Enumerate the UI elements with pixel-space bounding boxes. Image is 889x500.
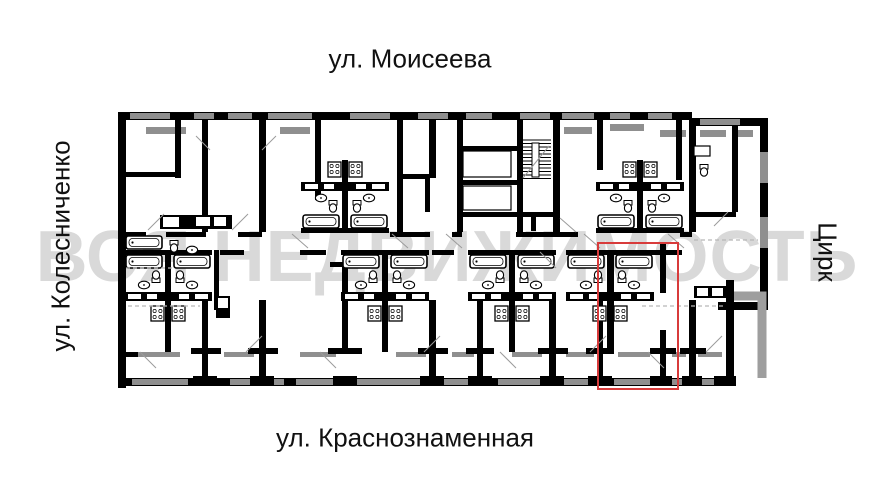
wet-pair-icon xyxy=(341,253,429,323)
highlight-rectangle xyxy=(597,242,679,390)
wet-pair-icon xyxy=(596,160,684,230)
wet-pair-icon xyxy=(566,253,654,323)
street-label-top: ул. Моисеева xyxy=(328,43,492,74)
street-label-right: Цирк xyxy=(812,222,843,282)
toilet-icon xyxy=(699,163,709,177)
sink-icon xyxy=(693,145,711,157)
staircase xyxy=(521,139,551,179)
toilet-icon xyxy=(169,239,179,253)
elevator-shafts xyxy=(457,146,557,231)
bathtub-icon xyxy=(125,235,163,250)
watermark-text: ВСЯ НЕДВИЖИМОСТЬ xyxy=(35,217,859,297)
interior-walls xyxy=(118,120,738,386)
balcony-outline xyxy=(734,291,767,378)
street-label-left: ул. Колесниченко xyxy=(45,140,76,352)
facade-windows xyxy=(130,113,768,385)
sink-icon xyxy=(185,245,199,255)
wet-pair-icon xyxy=(124,253,212,323)
door-swings xyxy=(139,135,729,369)
wet-pair-icon xyxy=(301,160,389,230)
dashed-lines xyxy=(126,239,758,307)
street-label-bottom: ул. Краснознаменная xyxy=(276,422,534,453)
bathroom-kitchen-fixtures xyxy=(124,145,726,323)
